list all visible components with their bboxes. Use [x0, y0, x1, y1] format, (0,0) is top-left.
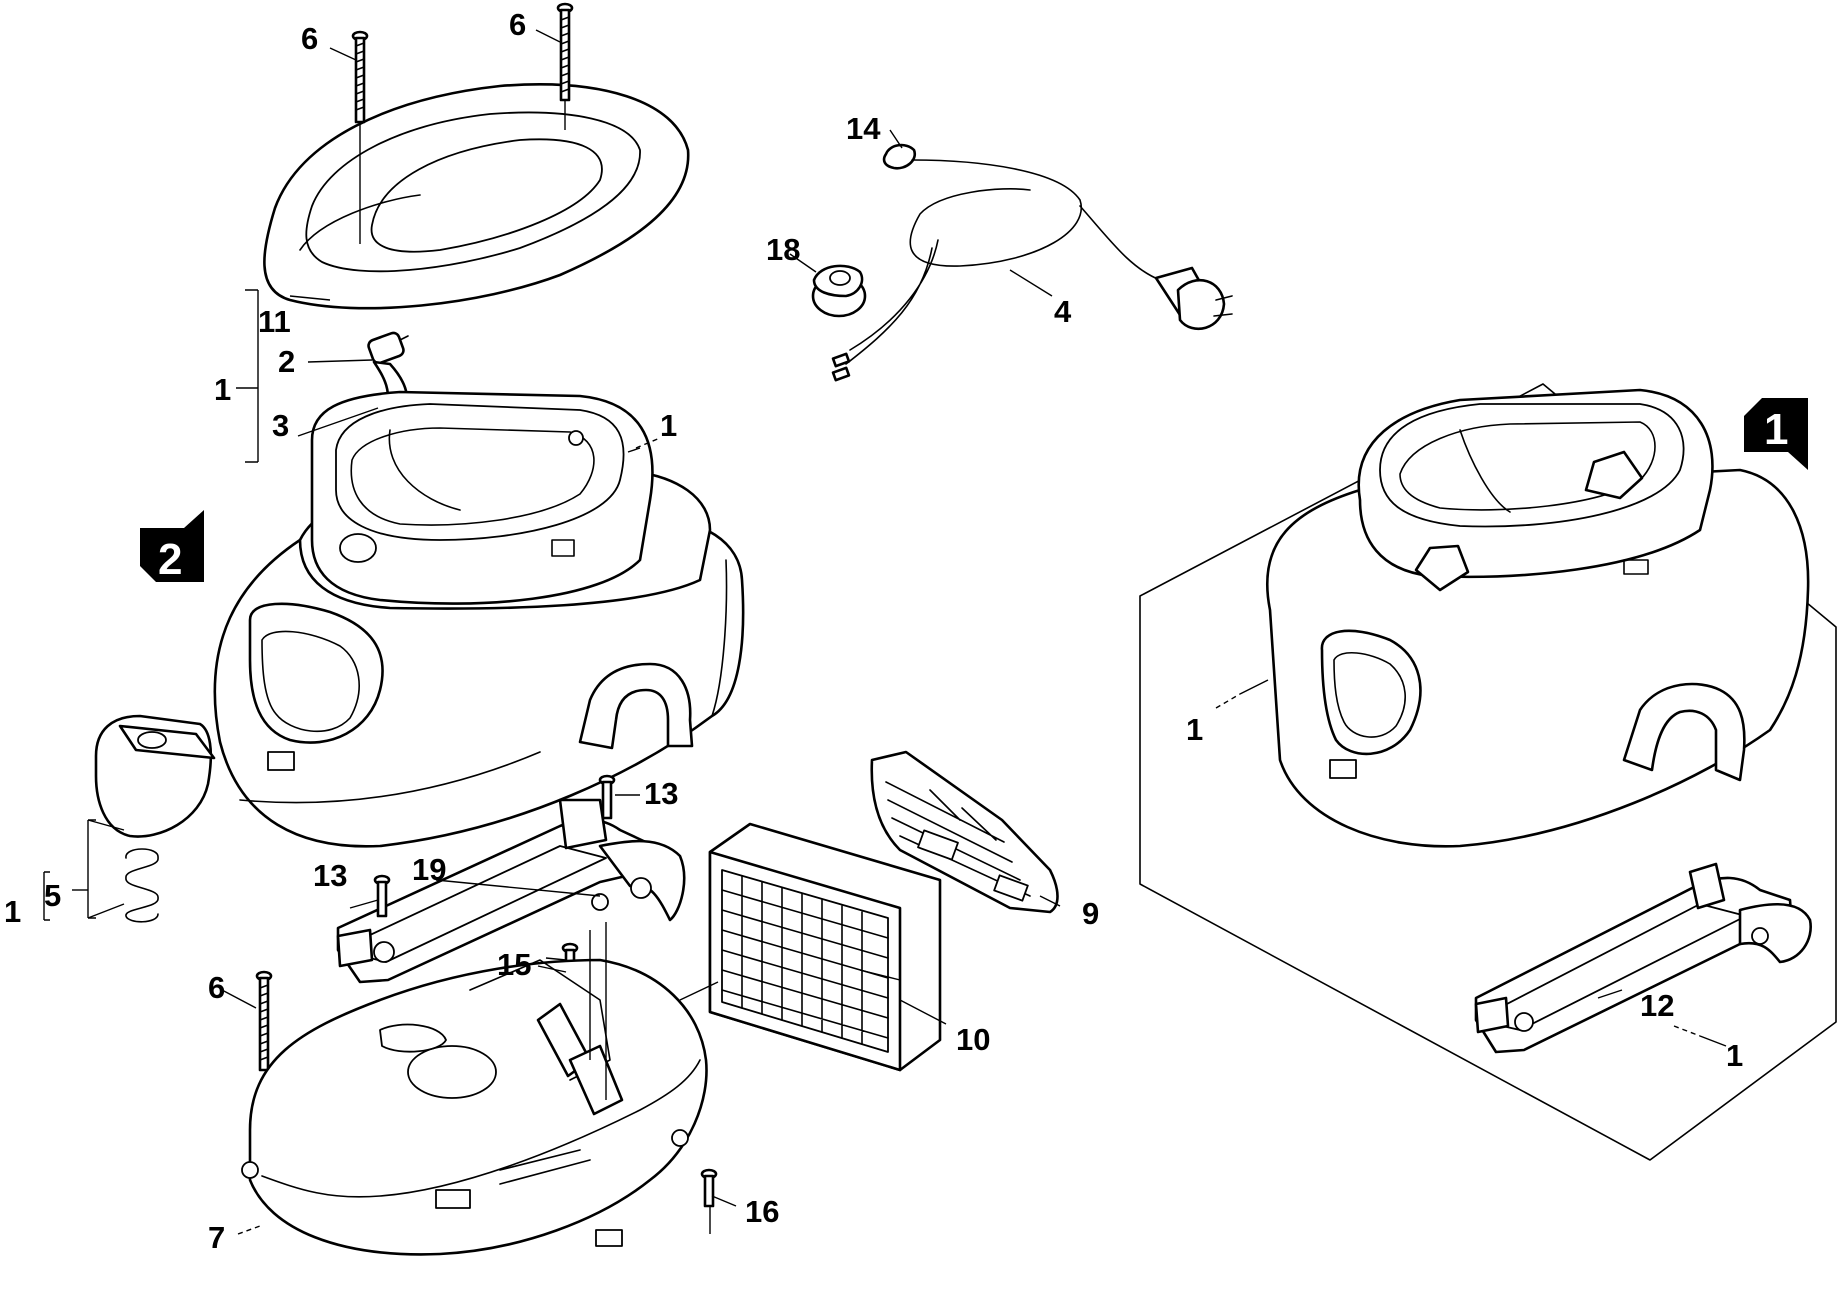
handle-bar-12: [1474, 862, 1812, 1054]
part-11-top-frame: [263, 83, 690, 310]
ferrite-ring-18: [811, 264, 867, 318]
clip-14: [882, 143, 917, 170]
label-6-top-left: 6: [301, 21, 318, 56]
screw-6-left: [351, 30, 369, 244]
handle-bar-19: [336, 798, 686, 984]
variant-housing: [1265, 388, 1810, 848]
power-cord-4: [831, 159, 1233, 382]
lower-housing-7: [241, 958, 708, 1256]
filter-10: [708, 822, 942, 1072]
label-2: 2: [278, 344, 295, 379]
label-5: 5: [44, 878, 61, 913]
view-badge-2: 2: [140, 510, 204, 584]
spring-5: [125, 848, 159, 923]
label-6-lower: 6: [208, 970, 225, 1005]
screw-6-right: [556, 2, 574, 130]
label-13-right: 13: [644, 776, 678, 811]
label-1-housing: 1: [660, 408, 677, 443]
label-12: 12: [1640, 988, 1674, 1023]
label-18: 18: [766, 232, 800, 267]
label-3: 3: [272, 408, 289, 443]
screw-6-lower: [255, 970, 273, 1072]
label-19: 19: [412, 852, 446, 887]
label-1-left-bracket: 1: [214, 372, 231, 407]
badge-1-number: 1: [1764, 405, 1788, 454]
leader-lines: [43, 29, 1727, 1235]
label-16: 16: [745, 1194, 779, 1229]
label-10: 10: [956, 1022, 990, 1057]
label-1-variant-housing: 1: [1186, 712, 1203, 747]
screw-16: [700, 1168, 718, 1208]
button-5: [94, 714, 216, 838]
screw-13-a: [598, 774, 640, 820]
screw-13-b: [373, 874, 391, 918]
label-6-top-right: 6: [509, 7, 526, 42]
label-9: 9: [1082, 896, 1099, 931]
label-13-left: 13: [313, 858, 347, 893]
grille-9: [870, 750, 1059, 914]
label-4: 4: [1054, 294, 1072, 329]
label-1-handle-12: 1: [1726, 1038, 1743, 1073]
variant-detail-box: [1139, 383, 1837, 1161]
label-1-far-left: 1: [4, 894, 21, 929]
label-7: 7: [208, 1220, 225, 1255]
label-14: 14: [846, 111, 881, 146]
badge-2-number: 2: [158, 535, 182, 584]
label-11: 11: [258, 304, 291, 339]
label-15: 15: [497, 947, 531, 982]
main-housing: [213, 390, 745, 848]
view-badge-1: 1: [1744, 398, 1808, 470]
callout-labels: 6 6 14 18 4 11 2 1 3 1 1 13 13 19 1 5 9 …: [4, 7, 1743, 1255]
